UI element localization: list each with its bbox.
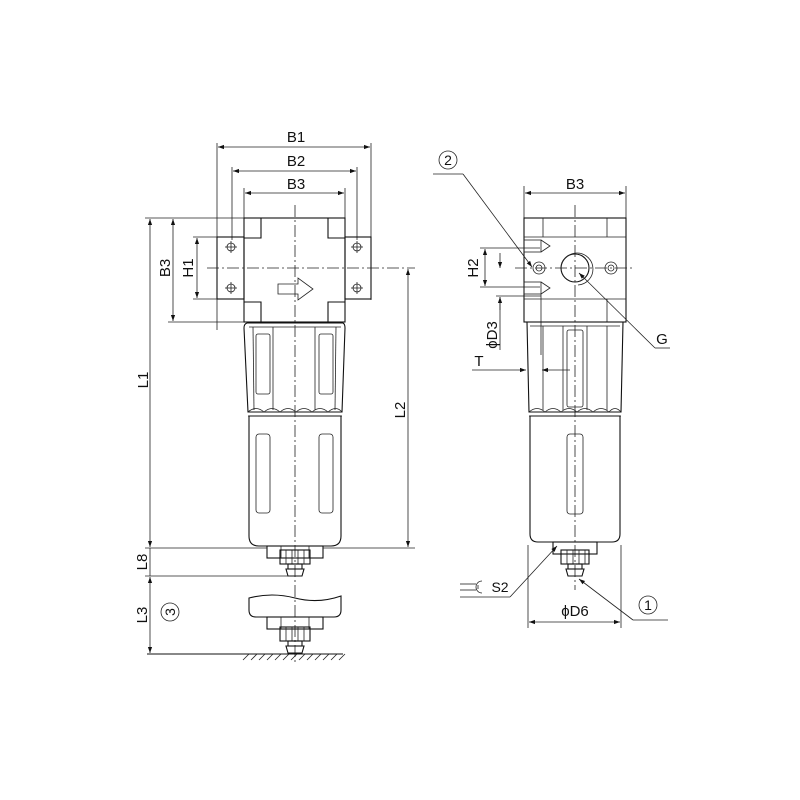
dimension-label-d3: ϕD3	[484, 321, 501, 349]
port-body	[216, 217, 372, 323]
dimension-label-b3-side: B3	[157, 259, 174, 277]
dimension-label-h1: H1	[180, 258, 197, 277]
drain-with-hose-detail	[147, 594, 346, 661]
dimension-label-d6: ϕD6	[561, 603, 589, 620]
dimension-b3-sideview: B3	[523, 176, 627, 218]
dimension-d3: ϕD3	[484, 253, 524, 350]
dimension-label-s2: S2	[491, 579, 508, 595]
dimension-b3-top: B3	[243, 176, 346, 220]
wrench-icon	[475, 580, 483, 594]
dimension-label-l8: L8	[134, 554, 151, 571]
dimension-label-b1: B1	[287, 129, 305, 146]
drain-valve	[266, 545, 324, 577]
dimension-h1: H1	[180, 236, 217, 300]
dimension-b2: B2	[231, 153, 358, 240]
dimension-l3: L3 3	[134, 577, 180, 653]
dimension-l1: L1	[135, 217, 244, 547]
dimension-label-l1: L1	[135, 372, 152, 389]
dimension-label-h2: H2	[465, 258, 482, 277]
dimension-label-l3: L3	[134, 607, 151, 624]
callout-1-label: 1	[644, 597, 652, 613]
callout-1: 1	[578, 578, 668, 621]
callout-3-circle	[160, 602, 180, 622]
callout-2: 2	[433, 150, 533, 268]
callout-s2: S2	[460, 545, 558, 598]
dimension-b3-side: B3	[157, 219, 244, 323]
dimension-label-g: G	[656, 331, 668, 348]
flow-direction-arrow-icon	[277, 277, 314, 301]
side-view: B3	[433, 150, 670, 628]
side-port-body	[515, 217, 634, 355]
filter-bowl-lower	[248, 415, 342, 547]
filter-bowl-upper	[243, 322, 346, 417]
leader-g: G	[578, 272, 670, 349]
screw-icon	[225, 241, 363, 294]
callout-3-label: 3	[162, 608, 178, 616]
dimension-h2: H2	[465, 247, 540, 288]
dimension-label-b3: B3	[287, 176, 305, 193]
dimension-label-b2: B2	[287, 153, 305, 170]
dimension-l8: L8	[134, 547, 290, 577]
dimension-label-b3-sideview: B3	[566, 176, 584, 193]
dimension-d6: ϕD6	[527, 545, 622, 628]
front-view: B1 B2 B3	[134, 129, 415, 665]
dimension-label-l2: L2	[392, 402, 409, 419]
dimension-t: T	[472, 353, 570, 373]
callout-2-label: 2	[444, 152, 452, 168]
side-bowl-lower	[529, 415, 621, 543]
ground-hatch	[242, 653, 346, 661]
dimension-l2: L2	[323, 269, 415, 549]
dimension-label-t: T	[474, 353, 483, 370]
